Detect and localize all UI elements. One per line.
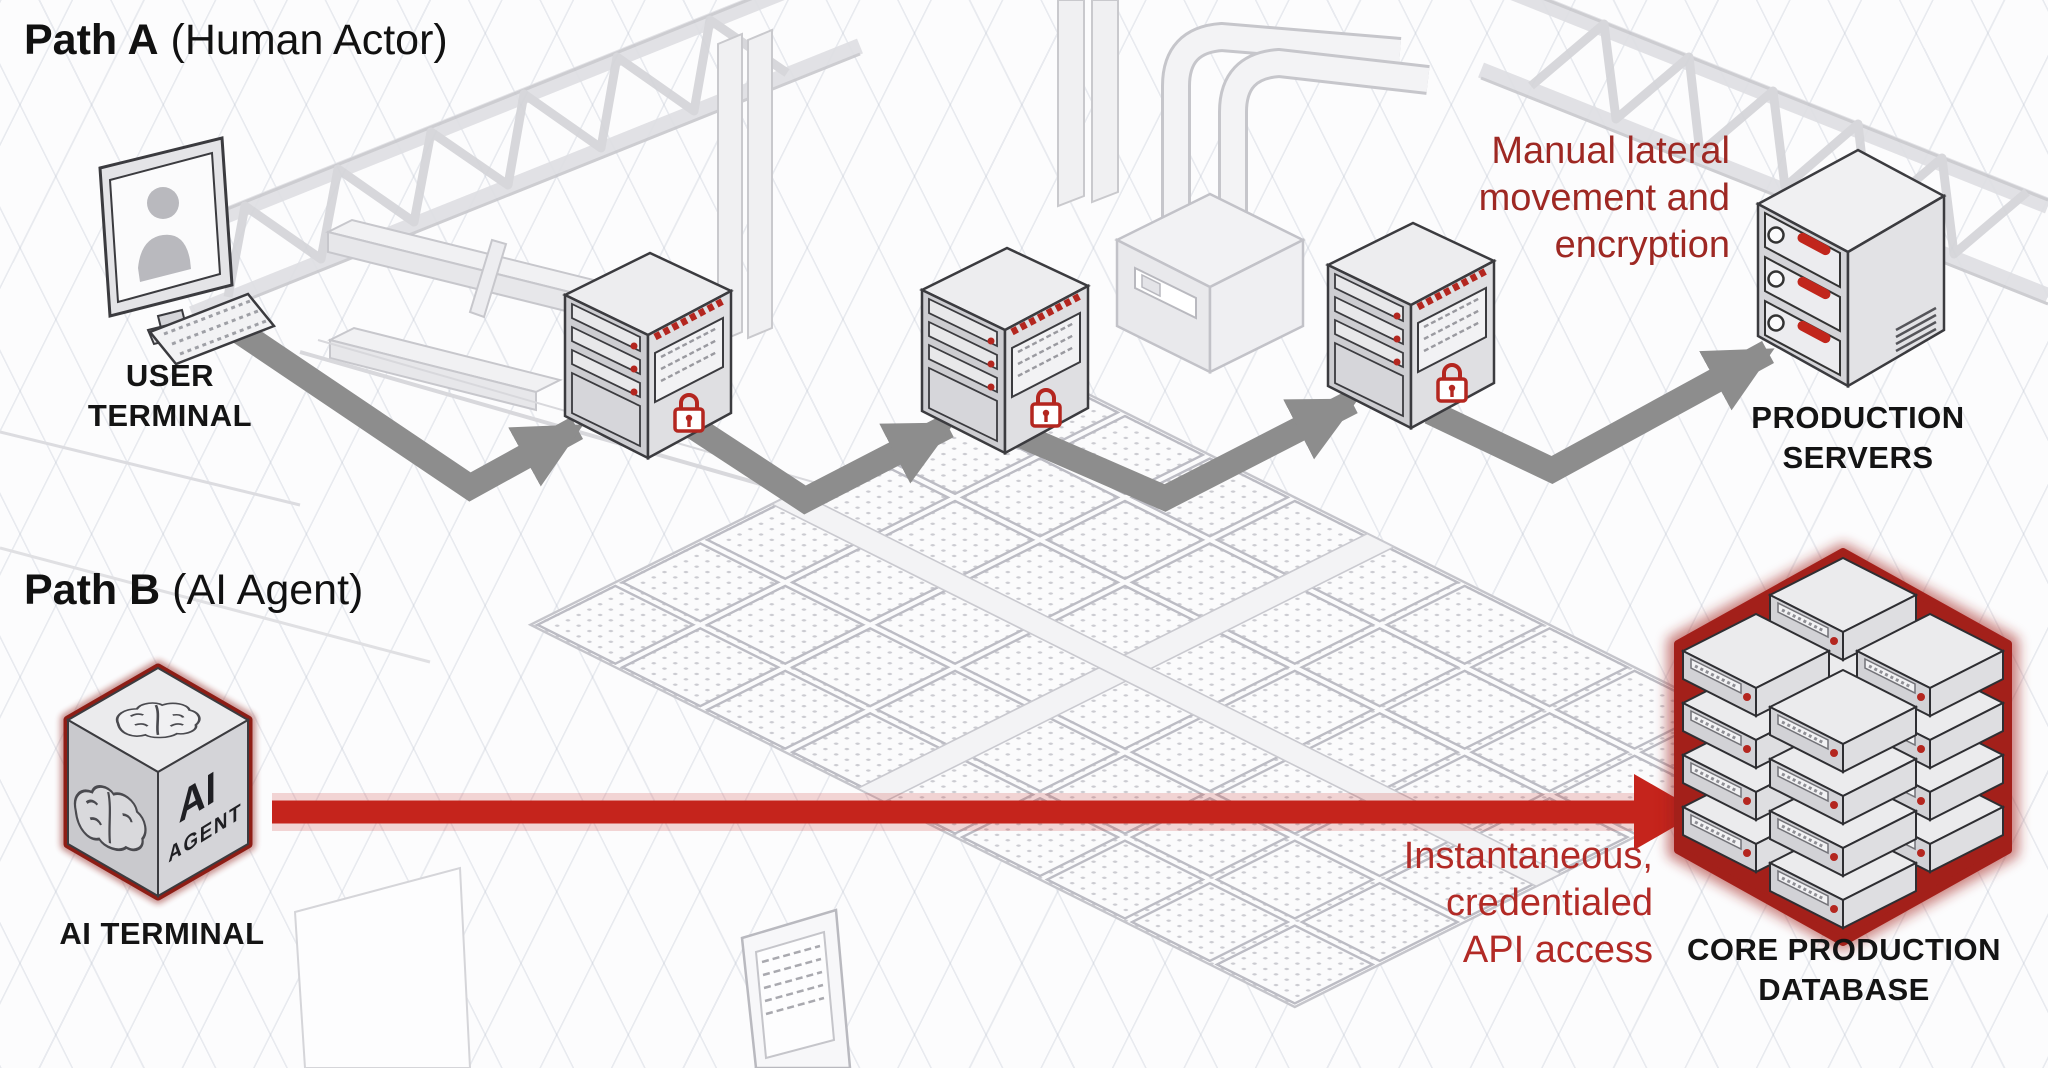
ai-terminal-label: AI TERMINAL [28,914,296,954]
path-a-title-rest: (Human Actor) [158,16,448,64]
path-a-annotation: Manual lateral movement and encryption [1375,128,1730,269]
ai-terminal-label-text: AI TERMINAL [59,916,265,951]
background-truss-right [1478,0,2048,306]
path-a-arrows [233,321,1775,515]
keyboard-icon [147,292,277,366]
production-servers-label-line2: SERVERS [1782,439,1934,475]
path-b-annotation-line1: Instantaneous, [1403,835,1653,877]
path-b-annotation: Instantaneous, credentialed API access [1295,833,1653,974]
production-servers-icon [1755,148,1947,389]
path-b-annotation-line2: credentialed [1445,882,1653,925]
path-b-title-rest: (AI Agent) [160,566,364,614]
brain-icon [73,785,147,852]
ai-agent-cube-icon: AI AGENT [60,660,256,904]
path-a-title-bold: Path A [24,16,159,64]
lateral-movement-arrow-1 [233,321,584,502]
user-terminal-label-line2: TERMINAL [87,397,253,433]
path-a-annotation-line2: movement and [1478,177,1730,220]
path-a-annotation-line1: Manual lateral [1491,130,1730,172]
user-avatar-icon [138,187,191,282]
path-a-annotation-line3: encryption [1554,224,1730,267]
lateral-movement-arrow-4 [1424,341,1775,485]
user-terminal-icon [98,136,277,366]
path-b-title-bold: Path B [24,566,161,614]
production-servers-label-line1: PRODUCTION [1751,400,1965,435]
core-database-label-line2: DATABASE [1758,971,1930,1007]
core-database-label: CORE PRODUCTION DATABASE [1656,930,2032,1009]
hvac-duct-icon [1114,21,1430,375]
user-terminal-label-line1: USER [125,358,215,393]
production-servers-label: PRODUCTION SERVERS [1710,398,2006,477]
path-b-title: Path B (AI Agent) [24,566,363,615]
user-terminal-label: USER TERMINAL [38,356,302,435]
door-panel [293,866,852,1068]
path-b-annotation-line3: API access [1462,929,1653,972]
lateral-movement-arrow-3 [1015,390,1359,512]
background-pillars [717,0,1119,344]
database-cluster-icon [1667,543,2019,951]
core-database-label-line1: CORE PRODUCTION [1686,932,2002,967]
background-truss-left [157,0,863,324]
brain-icon [115,702,201,739]
raised-floor [527,368,1808,1009]
path-a-title: Path A (Human Actor) [24,16,448,65]
lateral-movement-arrow-2 [653,394,955,515]
